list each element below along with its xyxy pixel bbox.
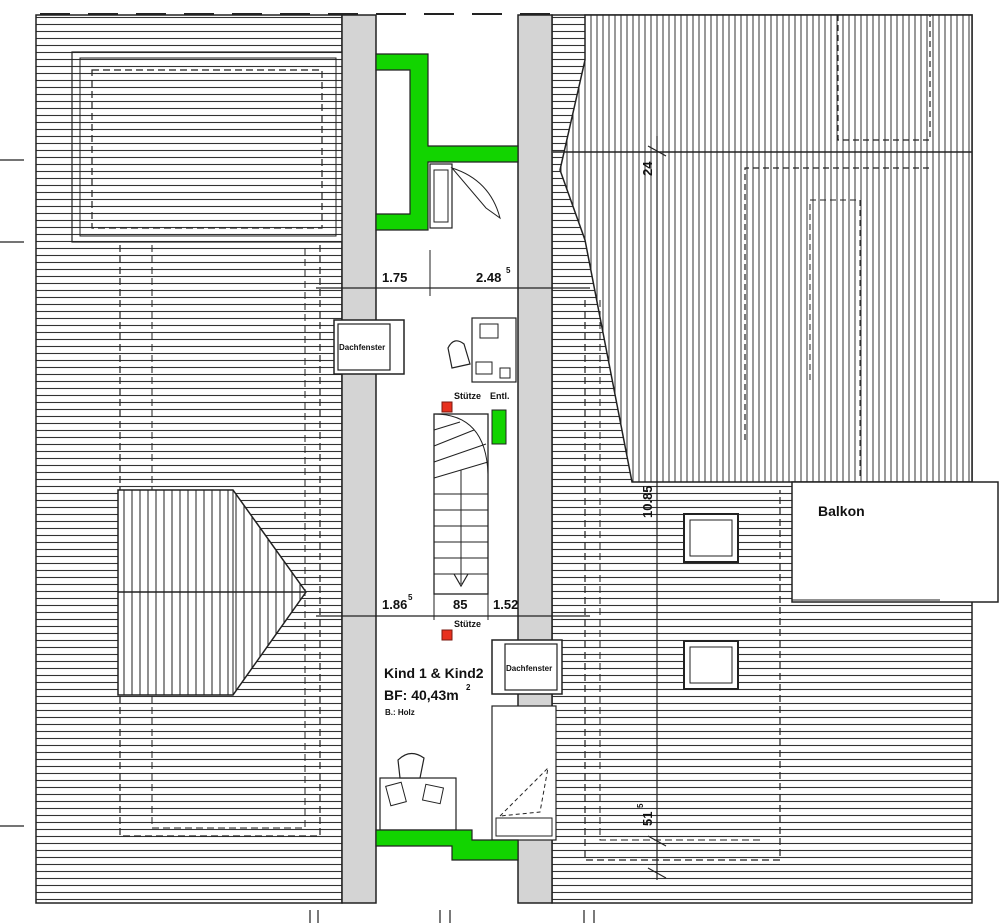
support-label-1: Stütze (454, 391, 481, 401)
support-label-2: Stütze (454, 619, 481, 629)
right-roof: Balkon (551, 14, 999, 904)
dim-right-top: 24 (640, 161, 655, 176)
staircase (433, 413, 489, 595)
wall-green-bottom (375, 829, 519, 861)
dim-mid-center: 85 (453, 597, 467, 612)
skylight-left-1: Dachfenster (333, 319, 405, 375)
left-roof (35, 14, 345, 904)
dim-mid-left-sup: 5 (408, 593, 413, 602)
balcony: Balkon (791, 481, 999, 603)
dormer-left (117, 489, 307, 696)
dim-right-bottom-sup: 5 (636, 803, 645, 808)
dimensions-right: 10.85 24 51 5 (636, 136, 667, 880)
dim-top-right-sup: 5 (506, 266, 511, 275)
dim-right-vertical: 10.85 (640, 485, 655, 518)
room-floor: B.: Holz (385, 708, 415, 717)
dim-right-bottom: 51 (640, 812, 655, 826)
dim-mid-right: 1.52 (493, 597, 518, 612)
wall-left (341, 14, 377, 904)
dim-top-right: 2.48 (476, 270, 501, 285)
skylight-right-label: Dachfenster (506, 664, 552, 673)
skylight-left-2: Dachfenster (491, 639, 563, 695)
central-room: 1.75 2.48 5 Dachfenster Stütze Entl. (316, 14, 590, 904)
support-2 (441, 629, 453, 641)
desk-bottom (379, 752, 457, 831)
dim-top-left: 1.75 (382, 270, 407, 285)
skylight-left-label: Dachfenster (339, 343, 385, 352)
dim-mid-left: 1.86 (382, 597, 407, 612)
edge-marks (0, 13, 595, 923)
desk-top (447, 317, 517, 383)
room-area: BF: 40,43m (384, 687, 459, 703)
room-name: Kind 1 & Kind2 (384, 665, 484, 681)
room-area-unit: 2 (466, 683, 471, 692)
bathtub (429, 163, 501, 229)
vent-label: Entl. (490, 391, 510, 401)
support-1 (441, 401, 453, 413)
wall-green-top (375, 53, 519, 231)
bed (491, 705, 557, 841)
vent (491, 409, 507, 445)
balcony-label: Balkon (818, 503, 865, 519)
